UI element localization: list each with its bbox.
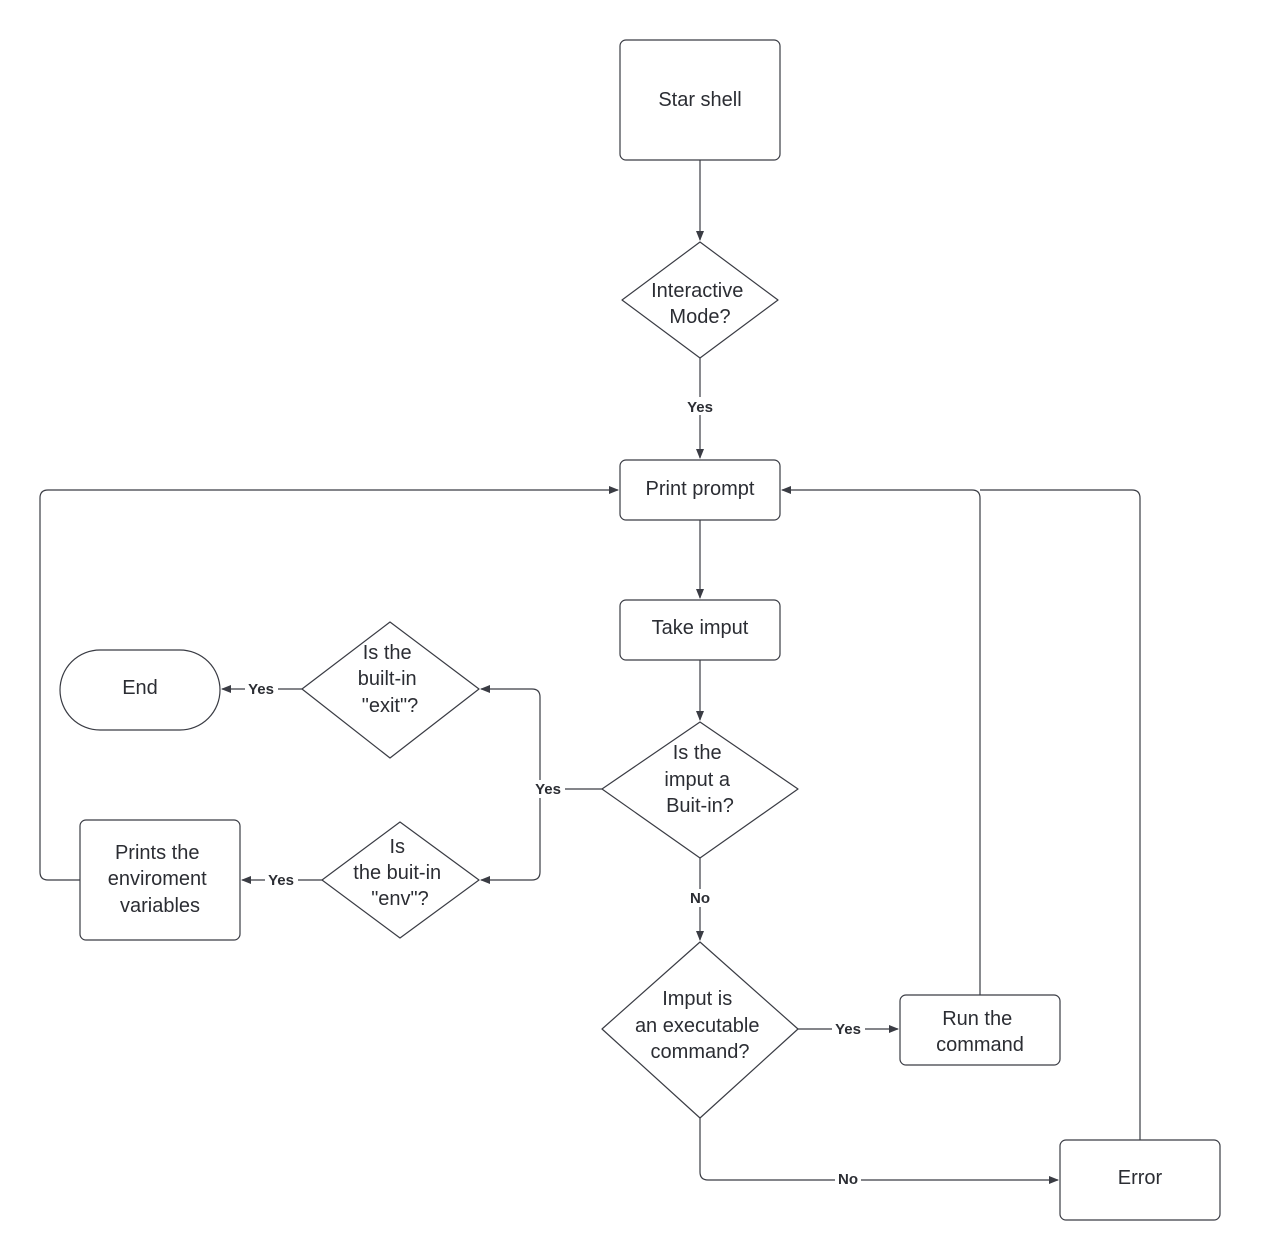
svg-text:Imput is an executable: Imput is an executable command? [635, 988, 765, 1063]
exit-label-line2: built-in [358, 668, 417, 690]
node-is-exit: Is the built-in "exit"? [301, 621, 480, 759]
node-error: Error [1059, 1139, 1221, 1221]
node-is-builtin: Is the imput a Buit-in? [601, 721, 799, 859]
env-label-line2: the buit-in [353, 862, 441, 884]
run-label-line1: Run the [942, 1008, 1012, 1030]
error-label: Error [1118, 1167, 1163, 1189]
edge-error-to-prompt [980, 489, 1141, 1140]
exit-label-line3: "exit"? [362, 695, 418, 717]
env-label-line1: Is [389, 836, 405, 858]
builtin-label-line3: Buit-in? [666, 795, 734, 817]
env-yes-label: Yes [268, 872, 294, 889]
take-input-label: Take imput [652, 617, 749, 639]
svg-text:Is the imput a Bui: Is the imput a Buit-in? [664, 742, 735, 817]
interactive-label-line2: Mode? [669, 306, 730, 328]
printenv-label-line2: enviroment [108, 868, 207, 890]
node-interactive-mode: Interactive Mode? [621, 241, 779, 359]
env-label-line3: "env"? [371, 888, 429, 910]
node-end: End [59, 649, 221, 731]
builtin-no-label: No [690, 890, 710, 907]
edge-printenv-to-prompt [39, 486, 619, 881]
executable-label-line2: an executable [635, 1015, 760, 1037]
svg-text:Is the buit-in "en: Is the buit-in "env"? [353, 836, 446, 910]
edge-run-to-prompt [781, 486, 981, 995]
node-start: Star shell [619, 39, 781, 161]
node-take-input: Take imput [619, 599, 781, 661]
executable-label-line1: Imput is [662, 988, 732, 1010]
interactive-yes-label: Yes [687, 399, 713, 416]
edge-builtin-to-env [480, 789, 541, 884]
executable-label-line3: command? [651, 1041, 750, 1063]
exit-yes-label: Yes [248, 681, 274, 698]
svg-text:Interactive Mode?: Interactive Mode? [651, 280, 749, 328]
printenv-label-line3: variables [120, 895, 200, 917]
builtin-yes-label: Yes [535, 781, 561, 798]
run-label-line2: command [936, 1034, 1024, 1056]
node-is-executable: Imput is an executable command? [601, 941, 799, 1119]
edge-builtin-to-exit [480, 685, 602, 790]
node-print-env: Prints the enviroment variables [79, 819, 241, 941]
node-run-command: Run the command [899, 994, 1061, 1066]
builtin-label-line2: imput a [664, 769, 730, 791]
node-print-prompt: Print prompt [619, 459, 781, 521]
node-is-env: Is the buit-in "env"? [321, 821, 480, 939]
executable-yes-label: Yes [835, 1021, 861, 1038]
executable-no-label: No [838, 1171, 858, 1188]
svg-text:Prints the enviroment: Prints the enviroment variables [108, 842, 213, 917]
end-label: End [122, 677, 158, 699]
start-label: Star shell [658, 89, 741, 111]
print-prompt-label: Print prompt [646, 478, 755, 500]
printenv-label-line1: Prints the [115, 842, 199, 864]
exit-label-line1: Is the [363, 642, 412, 664]
svg-text:Run the command: Run the command [936, 1008, 1024, 1056]
builtin-label-line1: Is the [673, 742, 722, 764]
interactive-label-line1: Interactive [651, 280, 743, 302]
edge-labels: Yes Yes No Yes Yes Yes No [245, 397, 865, 1189]
edge-executable-to-error [699, 1118, 1059, 1184]
edges [39, 160, 1141, 1184]
svg-text:Is the built-in "e: Is the built-in "exit"? [358, 642, 422, 717]
